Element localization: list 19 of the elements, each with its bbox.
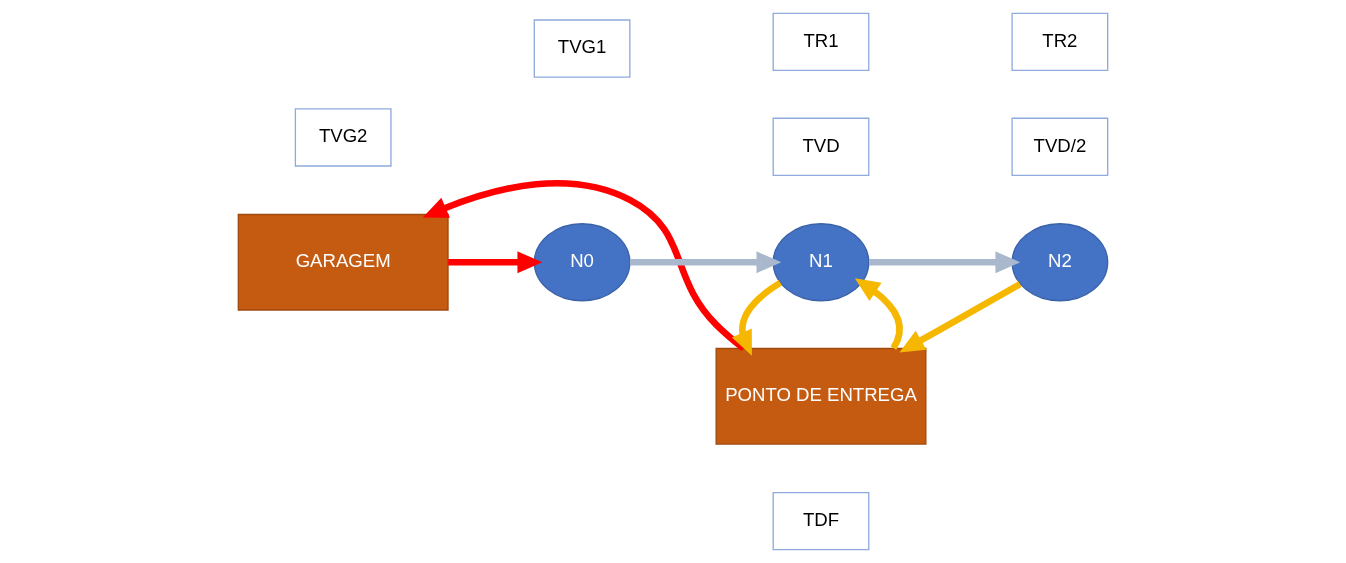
arrow	[854, 278, 903, 350]
node-box: TVD/2	[1011, 117, 1109, 176]
node-box: PONTO DE ENTREGA	[715, 347, 927, 445]
node-box: TR2	[1011, 12, 1109, 72]
node-ellipse: N1	[772, 223, 870, 302]
node-box: TDF	[772, 491, 870, 551]
node-box: TVG1	[533, 19, 631, 78]
arrow	[899, 281, 1022, 353]
node-ellipse: N2	[1011, 223, 1109, 302]
arrow	[630, 251, 782, 274]
node-box: TVG2	[294, 108, 392, 167]
node-box: GARAGEM	[237, 213, 449, 311]
node-box: TR1	[772, 12, 870, 72]
arrow	[422, 179, 746, 352]
arrow	[869, 251, 1021, 274]
node-ellipse: N0	[533, 223, 631, 302]
arrow	[731, 279, 783, 356]
node-box: TVD	[772, 117, 870, 176]
arrow	[448, 251, 543, 274]
